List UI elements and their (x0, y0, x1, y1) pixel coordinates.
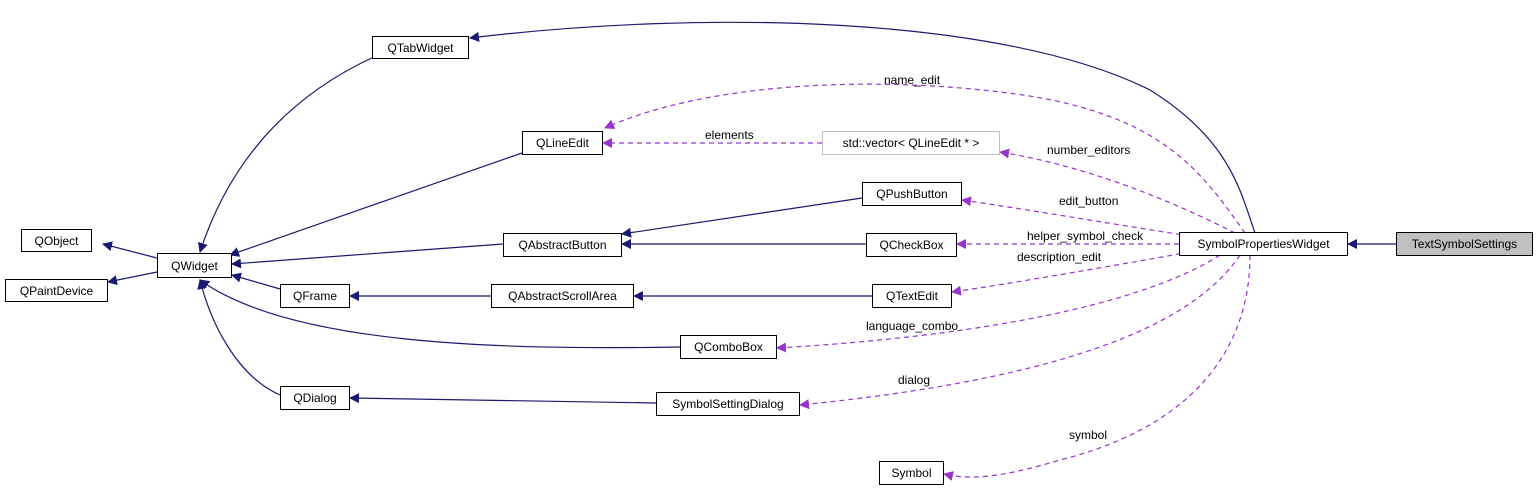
label-elements: elements (705, 128, 754, 142)
node-symbolpropertieswidget[interactable]: SymbolPropertiesWidget (1179, 232, 1348, 256)
node-qobject[interactable]: QObject (21, 229, 92, 252)
label-edit-button: edit_button (1059, 194, 1118, 208)
node-qabstractscrollarea[interactable]: QAbstractScrollArea (491, 284, 634, 308)
node-qwidget[interactable]: QWidget (157, 253, 232, 278)
node-textsymbolsettings: TextSymbolSettings (1396, 232, 1533, 256)
edge-qwidget-to-qobject (102, 241, 158, 259)
edge-language-combo (776, 254, 1221, 353)
label-description-edit: description_edit (1017, 250, 1102, 264)
edge-dialog (799, 254, 1241, 410)
edge-symbolpropertieswidget-to-qtabwidget (469, 21, 1256, 234)
node-qcheckbox[interactable]: QCheckBox (866, 233, 957, 257)
label-language-combo: language_combo (866, 319, 958, 333)
node-std-vector[interactable]: std::vector< QLineEdit * > (822, 131, 1000, 155)
label-name-edit: name_edit (884, 73, 941, 87)
node-qtabwidget[interactable]: QTabWidget (372, 36, 469, 59)
node-symbol[interactable]: Symbol (879, 461, 944, 485)
node-qcombobox[interactable]: QComboBox (680, 335, 777, 359)
label-dialog: dialog (898, 373, 930, 387)
edge-qtabwidget-to-qwidget (198, 55, 377, 253)
node-qabstractbutton[interactable]: QAbstractButton (503, 233, 622, 257)
edge-number-editors (999, 148, 1236, 234)
node-qdialog[interactable]: QDialog (280, 386, 350, 410)
node-qlineedit[interactable]: QLineEdit (522, 131, 603, 155)
edge-symbolsettingdialog-to-qdialog (349, 393, 657, 404)
node-qpushbutton[interactable]: QPushButton (862, 182, 962, 206)
node-qframe[interactable]: QFrame (280, 284, 350, 308)
node-qpaintdevice[interactable]: QPaintDevice (5, 279, 108, 302)
edge-qlineedit-to-qwidget (229, 152, 523, 257)
edge-qwidget-to-qpaintdevice (107, 271, 158, 286)
edge-qpushbutton-to-qabstractbutton (621, 197, 863, 238)
label-symbol: symbol (1069, 428, 1107, 442)
edge-name-edit (604, 83, 1246, 234)
edge-qabstractbutton-to-qwidget (231, 243, 504, 269)
node-symbolsettingdialog[interactable]: SymbolSettingDialog (656, 392, 800, 416)
label-helper-symbol-check: helper_symbol_check (1027, 229, 1144, 243)
edge-qcombobox-to-qwidget (199, 279, 681, 349)
node-qtextedit[interactable]: QTextEdit (872, 284, 952, 308)
edge-symbol (943, 254, 1251, 481)
label-number-editors: number_editors (1047, 143, 1130, 157)
edge-description-edit (951, 251, 1191, 296)
edge-qframe-to-qwidget (231, 272, 281, 290)
edge-qdialog-to-qwidget (197, 279, 281, 396)
